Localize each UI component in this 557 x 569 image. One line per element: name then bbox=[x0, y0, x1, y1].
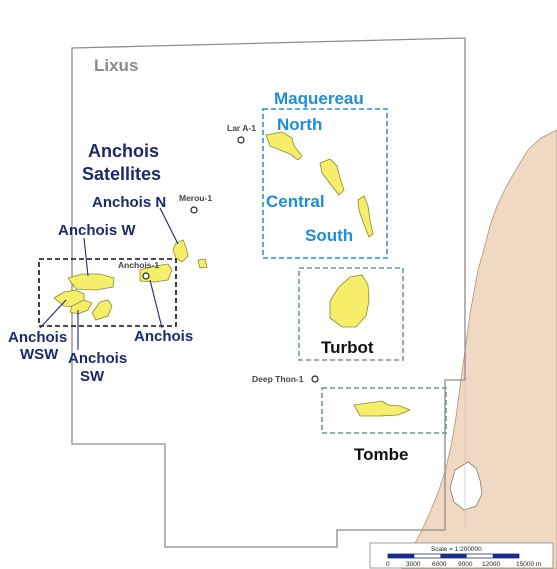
field-tombe bbox=[353, 400, 412, 417]
block-label-lixus: Lixus bbox=[94, 56, 138, 75]
anchois-box bbox=[38, 258, 177, 327]
well-label-merou-1: Merou-1 bbox=[179, 193, 212, 203]
well-label-anchois-1: Anchois-1 bbox=[118, 260, 159, 270]
leader-anchois-wsw bbox=[39, 299, 67, 329]
tombe-box bbox=[321, 387, 447, 434]
scale-tick-2: 6000 bbox=[432, 561, 447, 568]
well-label-lar-a1: Lar A-1 bbox=[227, 123, 256, 133]
leader-anchois-w bbox=[83, 237, 89, 277]
lixus-block-outline bbox=[71, 37, 466, 548]
turbot-box bbox=[298, 267, 404, 361]
scale-title: Scale = 1:200000 bbox=[431, 546, 482, 553]
scale-tick-4: 12000 bbox=[482, 561, 500, 568]
coastline-land bbox=[401, 129, 557, 569]
label-anchois-satellites-line1: Anchois bbox=[88, 141, 159, 161]
scale-tick-3: 9000 bbox=[458, 561, 473, 568]
scale-tick-5: 15000 m bbox=[516, 561, 541, 568]
well-marker-lar-a1 bbox=[237, 136, 245, 144]
leader-anchois-n bbox=[159, 207, 179, 245]
label-anchois-wsw-line2: WSW bbox=[20, 346, 59, 363]
well-marker-anchois-1 bbox=[142, 272, 150, 280]
field-anchois-w bbox=[67, 273, 115, 291]
scale-tick-0: 0 bbox=[386, 561, 390, 568]
leader-anchois bbox=[149, 279, 163, 329]
label-turbot: Turbot bbox=[321, 338, 374, 357]
label-maquereau-south: South bbox=[305, 226, 353, 245]
field-turbot bbox=[329, 274, 370, 328]
well-label-deep-thon-1: Deep Thon-1 bbox=[252, 374, 304, 384]
scale-bar: Scale = 1:200000 0 3000 6000 9000 12000 … bbox=[369, 542, 554, 569]
field-anchois-wsw bbox=[53, 289, 85, 308]
well-marker-merou-1 bbox=[190, 206, 198, 214]
field-maquereau-south bbox=[357, 195, 374, 238]
label-maquereau-central: Central bbox=[266, 192, 325, 211]
field-anchois-n bbox=[172, 239, 189, 263]
white-enclave bbox=[449, 461, 483, 511]
label-tombe: Tombe bbox=[354, 445, 408, 464]
label-anchois: Anchois bbox=[134, 328, 193, 345]
label-maquereau: Maquereau bbox=[274, 89, 364, 108]
scale-tick-1: 3000 bbox=[406, 561, 421, 568]
field-anchois-sw-east bbox=[91, 299, 113, 321]
label-anchois-wsw-line1: Anchois bbox=[8, 329, 67, 346]
label-anchois-satellites-line2: Satellites bbox=[82, 164, 161, 184]
well-marker-deep-thon-1 bbox=[311, 375, 319, 383]
field-anchois-sw bbox=[69, 299, 93, 315]
label-anchois-w: Anchois W bbox=[58, 222, 136, 239]
field-maquereau-north bbox=[265, 131, 303, 161]
label-maquereau-north: North bbox=[277, 115, 322, 134]
label-anchois-sw-line1: Anchois bbox=[68, 350, 127, 367]
field-maquereau-central bbox=[319, 158, 345, 196]
label-anchois-sw-line2: SW bbox=[80, 368, 105, 385]
label-anchois-n: Anchois N bbox=[92, 194, 166, 211]
field-anchois-n-small bbox=[197, 258, 208, 269]
